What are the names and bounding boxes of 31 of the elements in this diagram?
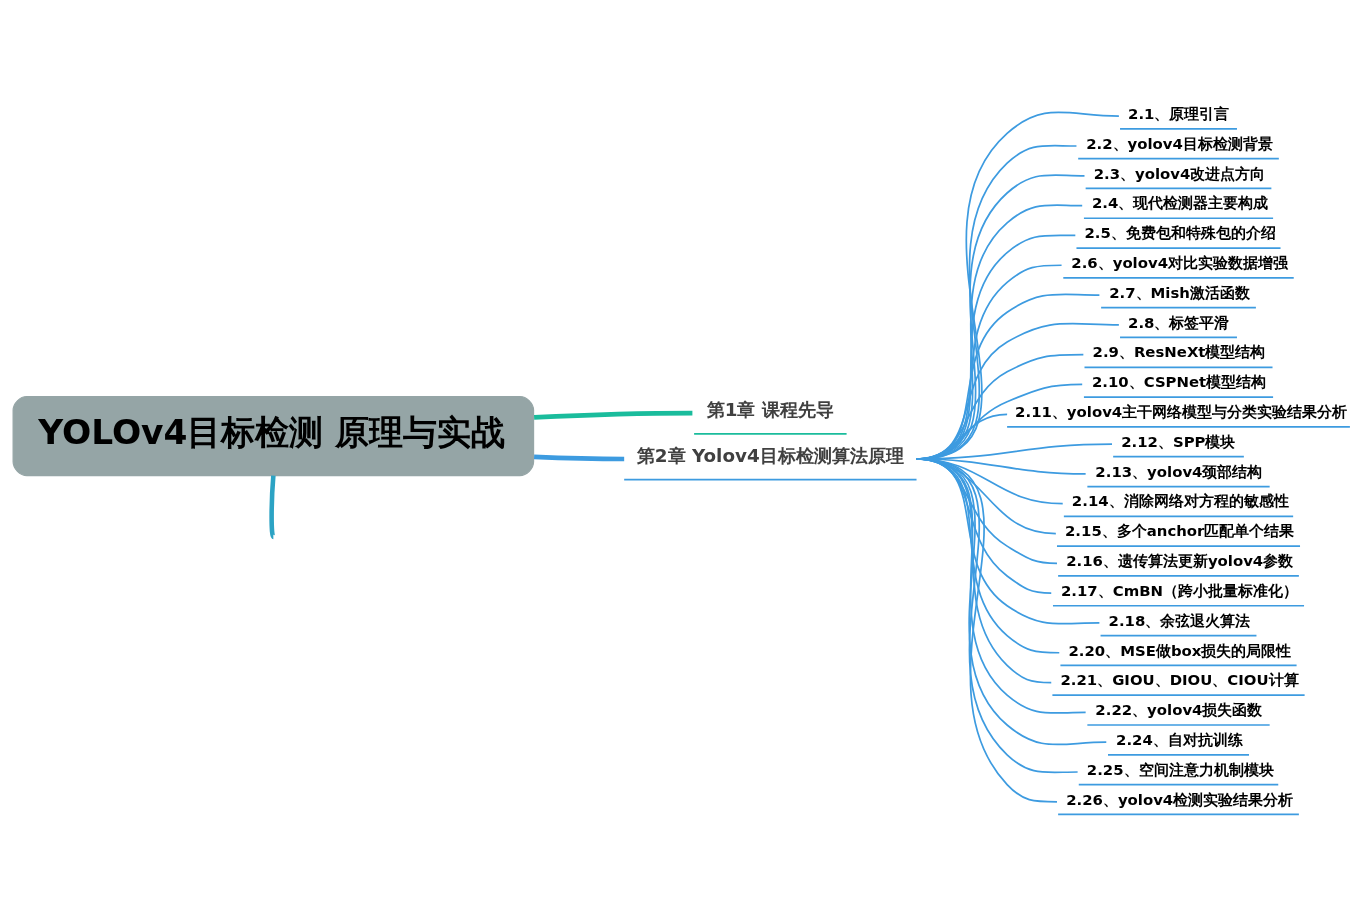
node-text: 2.13、yolov4颈部结构 [1095,462,1263,481]
node-text: 2.25、空间注意力机制模块 [1086,760,1274,779]
connector [269,474,276,538]
node-text: 2.1、原理引言 [1128,104,1230,123]
node-text: 2.18、余弦退火算法 [1108,611,1251,630]
node-text: 第1章 课程先导 [706,398,834,420]
node-text: 2.12、SPP模块 [1121,432,1236,451]
node-box: YOLOv4目标检测 原理与实战 [12,395,535,476]
node-text: 2.5、免费包和特殊包的介绍 [1084,223,1276,242]
connector [915,457,1058,803]
node-text: 2.10、CSPNet模型结构 [1091,372,1267,391]
node-text: 2.22、yolov4损失函数 [1095,700,1263,719]
node-text: 2.7、Mish激活函数 [1109,283,1250,302]
node-text: 2.2、yolov4目标检测背景 [1086,134,1273,153]
node-text: 2.17、CmBN（跨小批量标准化） [1060,581,1298,600]
node-text: 2.8、标签平滑 [1128,313,1230,332]
node-text: 2.6、yolov4对比实验数据增强 [1071,253,1289,272]
node-text: 2.14、消除网络对方程的敏感性 [1071,491,1289,510]
node-text: 2.4、现代检测器主要构成 [1091,193,1269,212]
node-text: 2.21、GIOU、DIOU、CIOU计算 [1060,670,1299,689]
node-text: 2.26、yolov4检测实验结果分析 [1066,790,1294,809]
node-text: 2.15、多个anchor匹配单个结果 [1065,521,1295,540]
node-text: 2.3、yolov4改进点方向 [1093,164,1266,183]
node-text: 第2章 Yolov4目标检测算法原理 [636,444,904,466]
node-text: 2.11、yolov4主干网络模型与分类实验结果分析 [1015,402,1348,421]
connector [533,410,693,420]
connector [533,454,625,461]
node-text: 2.9、ResNeXt模型结构 [1092,342,1266,361]
node-text: 2.24、自对抗训练 [1116,730,1243,749]
node-text: 2.20、MSE做box损失的局限性 [1068,641,1292,660]
node-text: 2.16、遗传算法更新yolov4参数 [1066,551,1294,570]
